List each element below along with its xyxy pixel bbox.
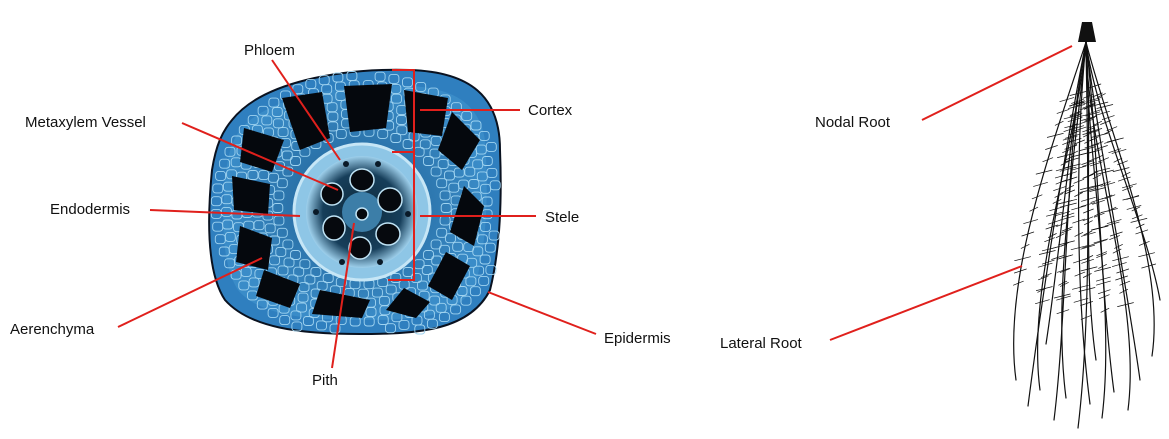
root-system-leaders [830,46,1072,340]
metaxylem-vessel-label: Metaxylem Vessel [25,114,146,131]
root-system-drawing [1013,22,1160,428]
cortex-label: Cortex [528,102,573,119]
endodermis-label: Endodermis [50,201,130,218]
epidermis-label: Epidermis [604,330,671,347]
aerenchyma-label: Aerenchyma [10,321,95,338]
lateral-root-label: Lateral Root [720,335,803,352]
nodal-root-leader [922,46,1072,120]
phloem-label: Phloem [244,42,295,59]
lateral-root-leader [830,266,1022,340]
pith-label: Pith [312,372,338,389]
root-crown [1078,22,1096,42]
epidermis-leader [488,292,596,334]
stele-label: Stele [545,209,579,226]
nodal-root-label: Nodal Root [815,114,891,131]
